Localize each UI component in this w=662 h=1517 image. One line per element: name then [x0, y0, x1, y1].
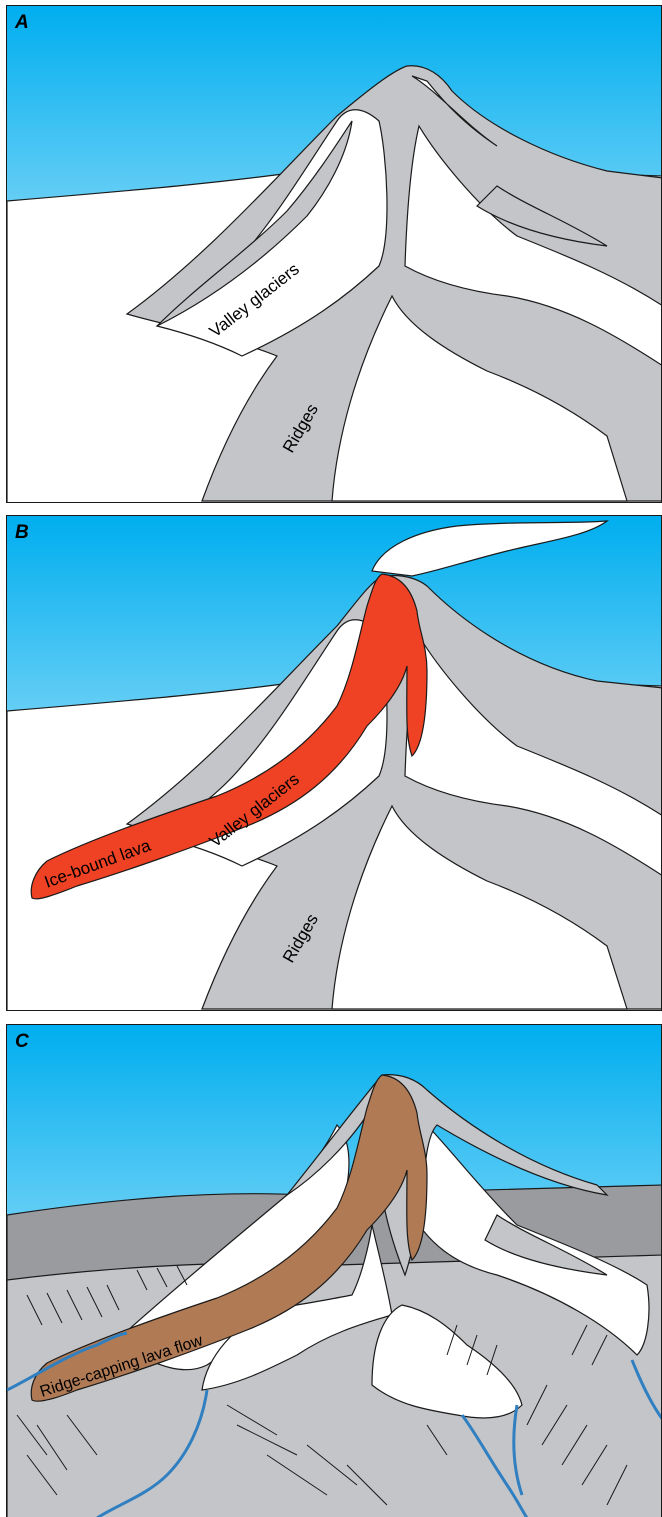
panel-a-illustration: Valley glaciers Ridges [7, 6, 662, 503]
panel-letter-c: C [15, 1031, 29, 1053]
panel-c-illustration: Ridge-capping lava flow [7, 1025, 662, 1517]
panel-c: Ridge-capping lava flow C [6, 1024, 662, 1517]
panel-b-illustration: Ice-bound lava Valley glaciers Ridges [7, 516, 662, 1011]
panel-b: Ice-bound lava Valley glaciers Ridges B [6, 515, 662, 1011]
panel-a: Valley glaciers Ridges A [6, 5, 662, 503]
panel-letter-a: A [15, 12, 29, 34]
panel-letter-b: B [15, 522, 29, 544]
